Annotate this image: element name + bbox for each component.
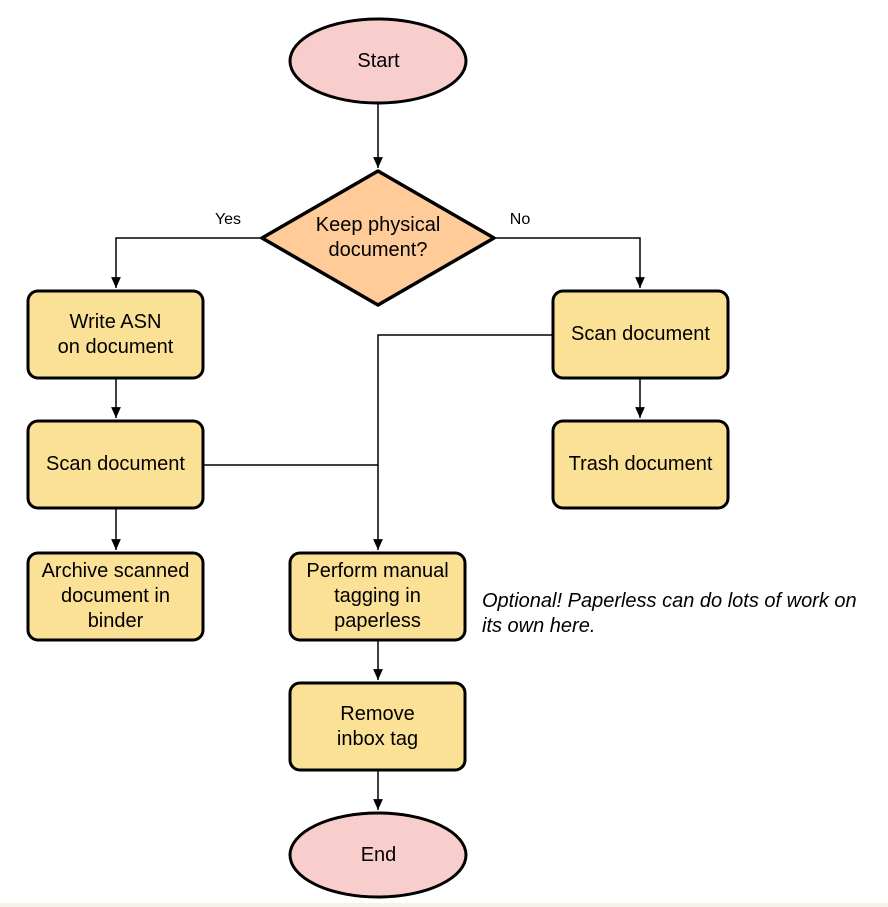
scan-right-node bbox=[551, 289, 730, 380]
perform-tagging-node bbox=[288, 551, 467, 642]
decision-node bbox=[260, 169, 496, 307]
page-bottom-edge bbox=[0, 903, 888, 907]
edge-scanright-to-tagging bbox=[373, 334, 553, 550]
start-node bbox=[288, 17, 468, 105]
edge-decision-no bbox=[494, 237, 645, 288]
optional-note-text: Optional! Paperless can do lots of work … bbox=[482, 590, 857, 637]
end-node bbox=[288, 811, 468, 899]
archive-node bbox=[26, 551, 205, 642]
remove-inbox-node bbox=[288, 681, 467, 772]
edge-decision-yes bbox=[111, 237, 262, 288]
edge-label-yes: Yes bbox=[214, 211, 242, 228]
trash-node bbox=[551, 419, 730, 510]
scan-left-node bbox=[26, 419, 205, 510]
write-asn-node bbox=[26, 289, 205, 380]
edge-label-no: No bbox=[509, 211, 531, 228]
